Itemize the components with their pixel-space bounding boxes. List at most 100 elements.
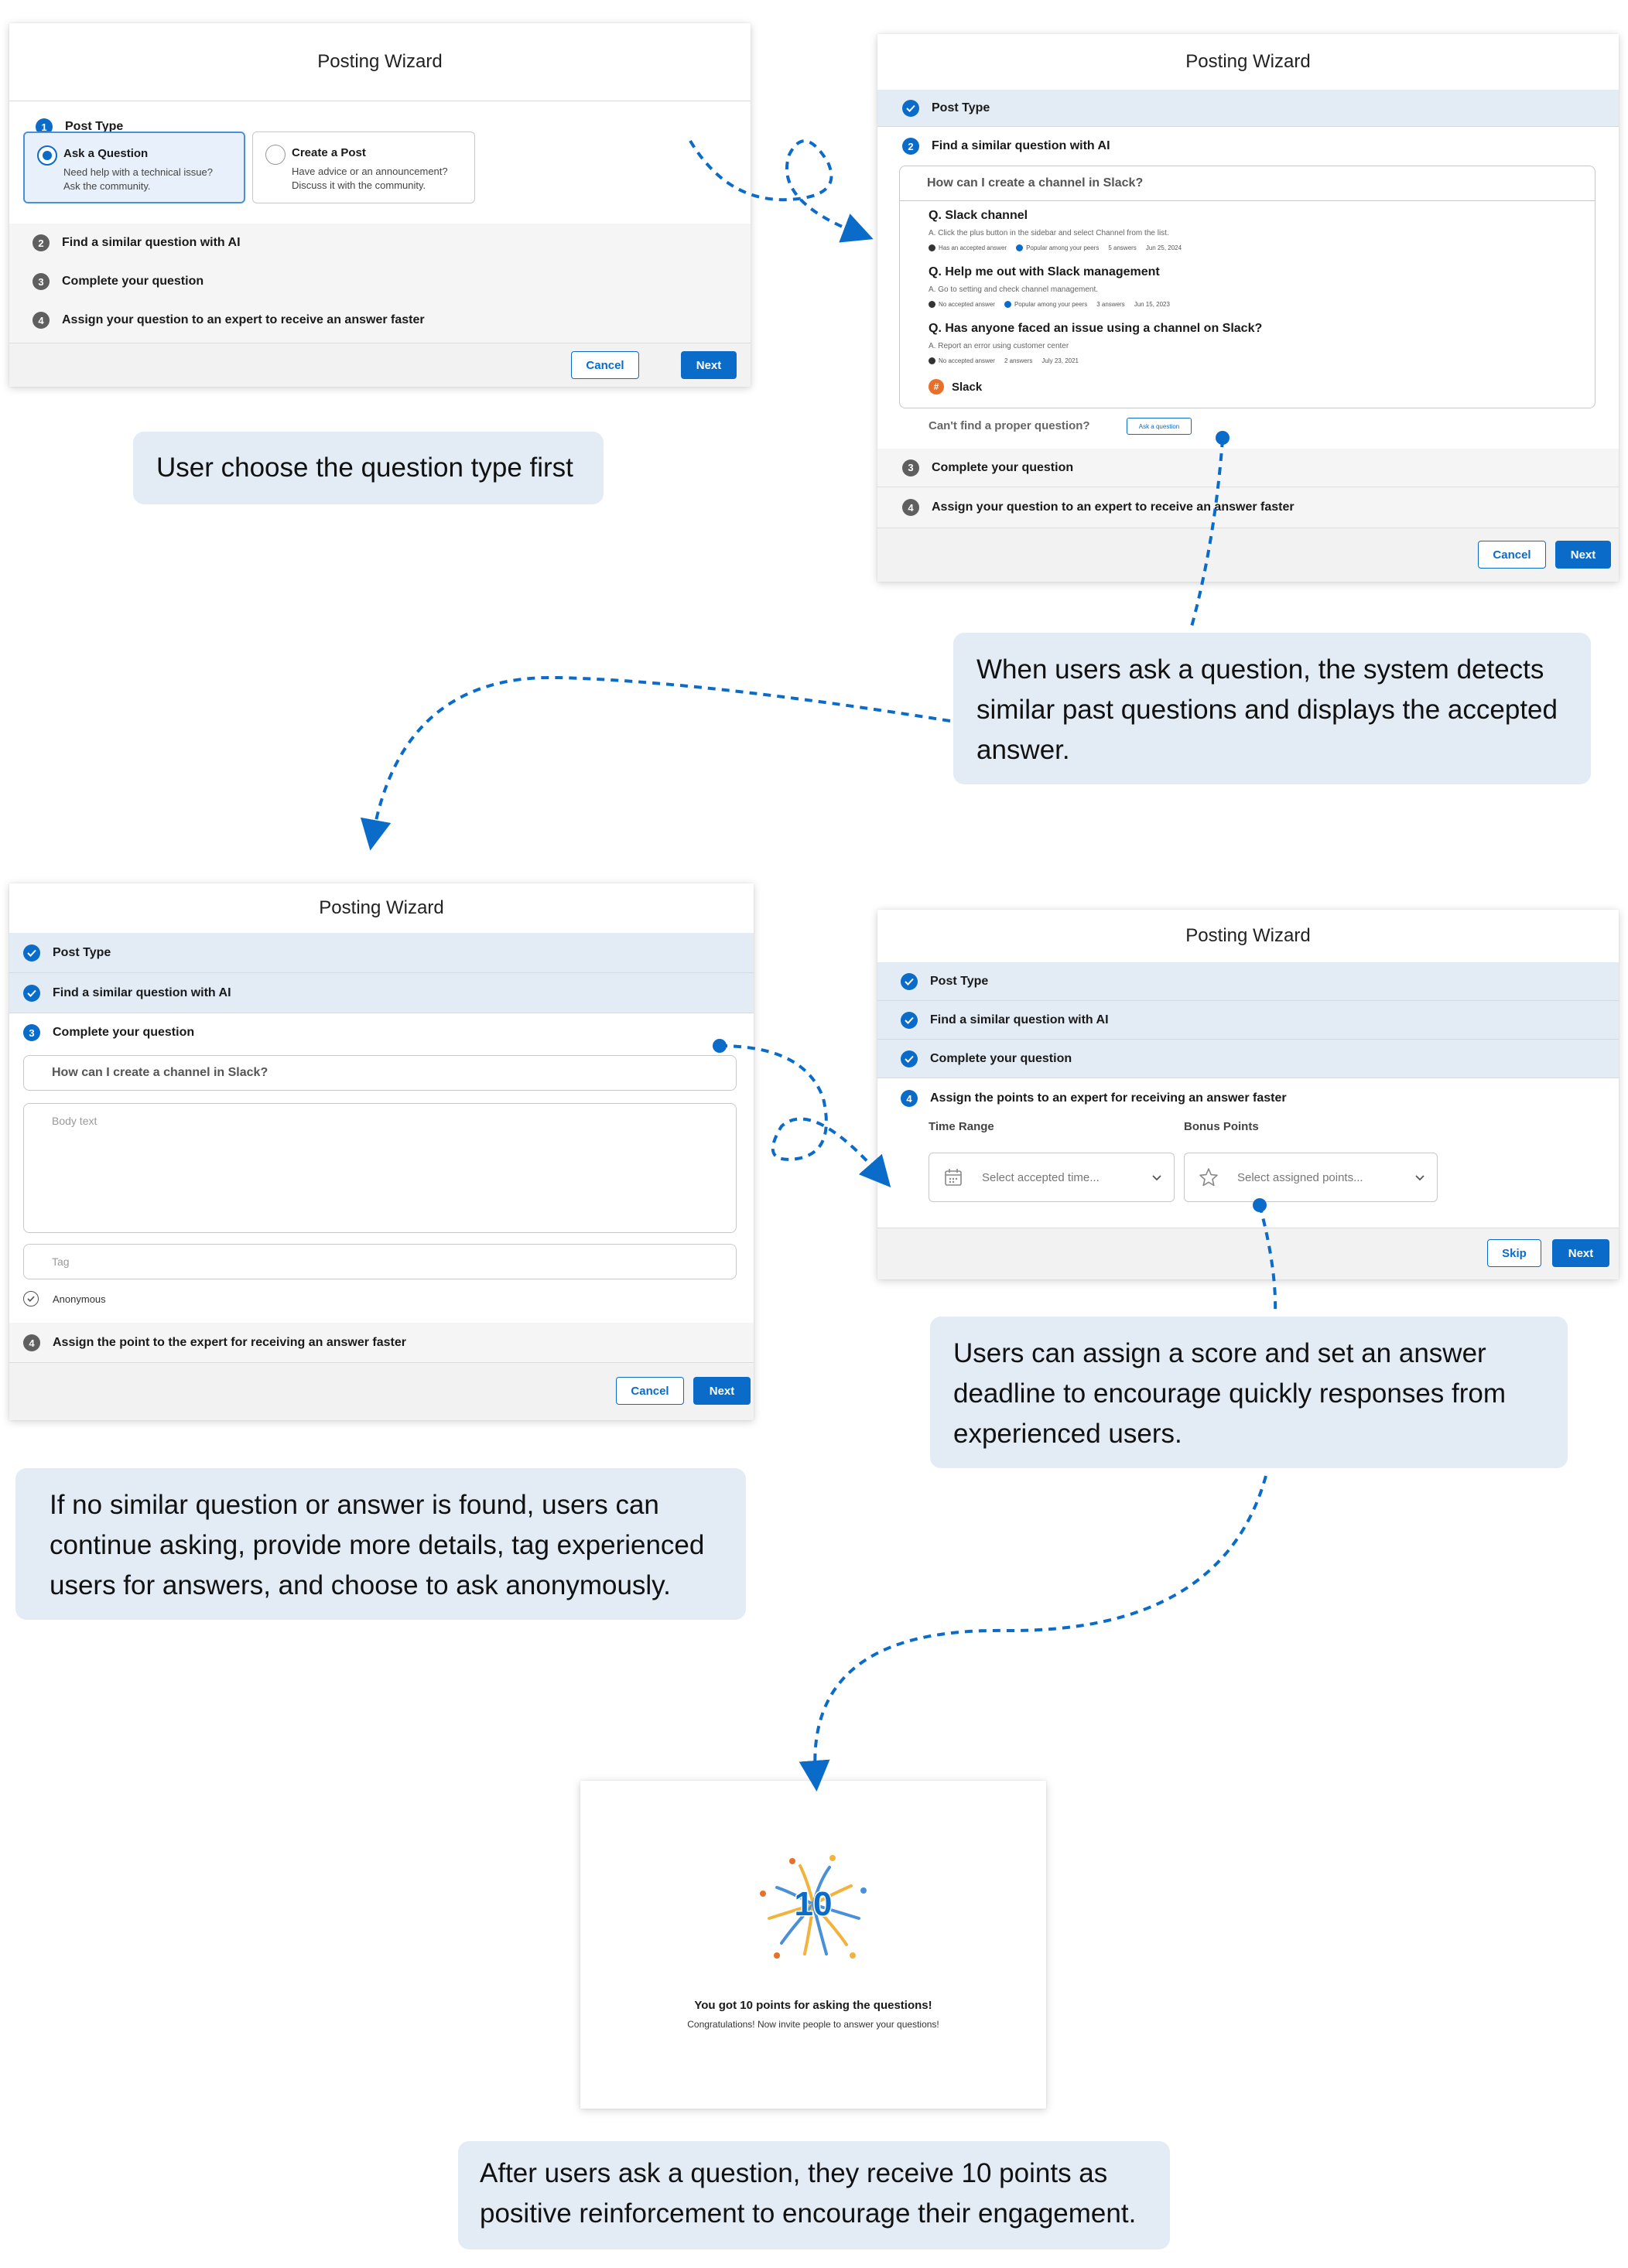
step-label: Complete your question <box>53 1026 195 1039</box>
tag-input[interactable]: Tag <box>23 1244 737 1279</box>
callout-similar-questions: When users ask a question, the system de… <box>953 633 1591 784</box>
next-button[interactable]: Next <box>1555 541 1611 569</box>
cancel-button[interactable]: Cancel <box>1478 541 1546 569</box>
result-question[interactable]: Q. Help me out with Slack management <box>929 265 1160 278</box>
next-button[interactable]: Next <box>681 351 737 379</box>
check-icon <box>901 972 918 990</box>
popular-icon <box>1016 244 1024 252</box>
step-assign-expert: 4 Assign the point to the expert for rec… <box>9 1323 754 1363</box>
step-number-4-icon: 4 <box>23 1334 40 1351</box>
time-placeholder: Select accepted time... <box>982 1170 1100 1184</box>
check-icon <box>23 984 40 1002</box>
step-number-2-icon: 2 <box>902 138 919 155</box>
no-accepted-icon <box>929 301 935 309</box>
option-title: Create a Post <box>292 146 366 159</box>
anonymous-checkbox[interactable]: Anonymous <box>23 1289 106 1309</box>
checkmark-circle-icon[interactable] <box>23 1291 39 1306</box>
result-answer: A. Click the plus button in the sidebar … <box>929 229 1169 237</box>
result-meta: No accepted answer Popular among your pe… <box>929 301 1170 309</box>
slack-tag[interactable]: # Slack <box>929 377 982 396</box>
step-post-type-done: Post Type <box>877 90 1619 127</box>
step-assign-expert: 4 Assign your question to an expert to re… <box>877 487 1619 528</box>
step-number-3-icon: 3 <box>23 1024 40 1041</box>
result-answer: A. Report an error using customer center <box>929 342 1069 350</box>
wizard-panel-assign-points: Posting Wizard Post Type Find a similar … <box>877 910 1619 1279</box>
question-search-input[interactable]: How can I create a channel in Slack? <box>899 166 1596 201</box>
pending-steps: 2 Find a similar question with AI 3 Comple… <box>9 224 751 343</box>
arrow-2b-to-3 <box>360 675 951 851</box>
step-label: Assign the points to an expert for recei… <box>930 1091 1287 1105</box>
result-question[interactable]: Q. Slack channel <box>929 209 1028 222</box>
option-ask-question[interactable]: Ask a Question Need help with a technica… <box>23 132 245 203</box>
step-label: Find a similar question with AI <box>930 1013 1109 1026</box>
step-number-3-icon: 3 <box>32 273 50 290</box>
step-label: Assign your question to an expert to rec… <box>62 313 425 326</box>
step-label: Assign your question to an expert to rec… <box>932 500 1295 514</box>
step-label: Assign the point to the expert for recei… <box>53 1336 406 1349</box>
step-post-type-done: Post Type <box>9 933 754 973</box>
wizard-footer: Cancel Next <box>9 1362 754 1420</box>
step-complete-question-done: Complete your question <box>877 1040 1619 1078</box>
result-meta: Has an accepted answer Popular among you… <box>929 244 1182 252</box>
step-label: Find a similar question with AI <box>62 236 241 249</box>
step-number-4-icon: 4 <box>902 499 919 516</box>
step-assign-points: 4 Assign the points to an expert for rec… <box>877 1078 1619 1119</box>
step-label: Complete your question <box>932 460 1074 474</box>
anonymous-label: Anonymous <box>53 1293 106 1305</box>
body-text-area[interactable]: Body text <box>23 1103 737 1233</box>
time-range-dropdown[interactable]: Select accepted time... <box>929 1153 1175 1202</box>
wizard-panel-post-type: Posting Wizard 1 Post Type Ask a Questio… <box>9 23 751 387</box>
wizard-title: Posting Wizard <box>877 34 1619 91</box>
reward-headline: You got 10 points for asking the questio… <box>694 1999 932 2012</box>
cant-find-label: Can't find a proper question? <box>929 419 1090 432</box>
callout-continue-asking: If no similar question or answer is foun… <box>15 1468 746 1620</box>
reward-subtext: Congratulations! Now invite people to an… <box>687 2019 939 2030</box>
time-range-label: Time Range <box>929 1120 994 1133</box>
tag-placeholder: Tag <box>52 1255 70 1268</box>
skip-button[interactable]: Skip <box>1487 1239 1541 1267</box>
wizard-title: Posting Wizard <box>9 23 751 101</box>
next-button[interactable]: Next <box>693 1377 751 1405</box>
option-title: Ask a Question <box>63 147 149 160</box>
wizard-title: Posting Wizard <box>877 910 1619 963</box>
option-create-post[interactable]: Create a Post Have advice or an announce… <box>252 132 475 203</box>
slack-icon: # <box>929 379 944 395</box>
bonus-points-label: Bonus Points <box>1184 1120 1259 1133</box>
check-icon <box>23 944 40 962</box>
chevron-down-icon <box>1152 1175 1161 1181</box>
fireworks-badge-icon: 10 <box>760 1855 867 1959</box>
reward-dialog: 10 You got 10 points for asking the ques… <box>580 1781 1046 2109</box>
step-label: Find a similar question with AI <box>932 139 1110 152</box>
callout-choose-type: User choose the question type first <box>133 432 604 504</box>
step-label: Post Type <box>932 101 990 114</box>
points-placeholder: Select assigned points... <box>1237 1170 1363 1184</box>
cancel-button[interactable]: Cancel <box>571 351 639 379</box>
step-number-4-icon: 4 <box>901 1090 918 1107</box>
option-description: Have advice or an announcement?Discuss i… <box>292 166 448 191</box>
step-find-similar-done: Find a similar question with AI <box>877 1001 1619 1040</box>
cancel-button[interactable]: Cancel <box>616 1377 684 1405</box>
wizard-panel-complete-question: Posting Wizard Post Type Find a similar … <box>9 883 754 1420</box>
step-find-similar-done: Find a similar question with AI <box>9 973 754 1013</box>
radio-unselected-icon[interactable] <box>265 145 286 165</box>
option-description: Need help with a technical issue?Ask the… <box>63 166 213 192</box>
step-post-type: 1 Post Type <box>9 101 751 153</box>
step-find-similar: 2 Find a similar question with AI <box>877 127 1619 166</box>
bonus-points-dropdown[interactable]: Select assigned points... <box>1184 1153 1438 1202</box>
badge-number: 10 <box>795 1885 833 1923</box>
step-complete-question: 3 Complete your question <box>32 262 204 301</box>
chevron-down-icon <box>1415 1175 1424 1181</box>
next-button[interactable]: Next <box>1552 1239 1609 1267</box>
question-title-input[interactable]: How can I create a channel in Slack? <box>23 1055 737 1091</box>
step-complete-question: 3 Complete your question <box>877 449 1619 487</box>
step-label: Complete your question <box>62 275 204 288</box>
result-question[interactable]: Q. Has anyone faced an issue using a cha… <box>929 322 1263 335</box>
ask-question-button[interactable]: Ask a question <box>1127 418 1192 435</box>
step-number-1-icon: 1 <box>36 118 53 135</box>
radio-selected-icon[interactable] <box>37 145 57 166</box>
popular-icon <box>1004 301 1011 309</box>
step-number-2-icon: 2 <box>32 234 50 251</box>
step-number-3-icon: 3 <box>902 459 919 476</box>
